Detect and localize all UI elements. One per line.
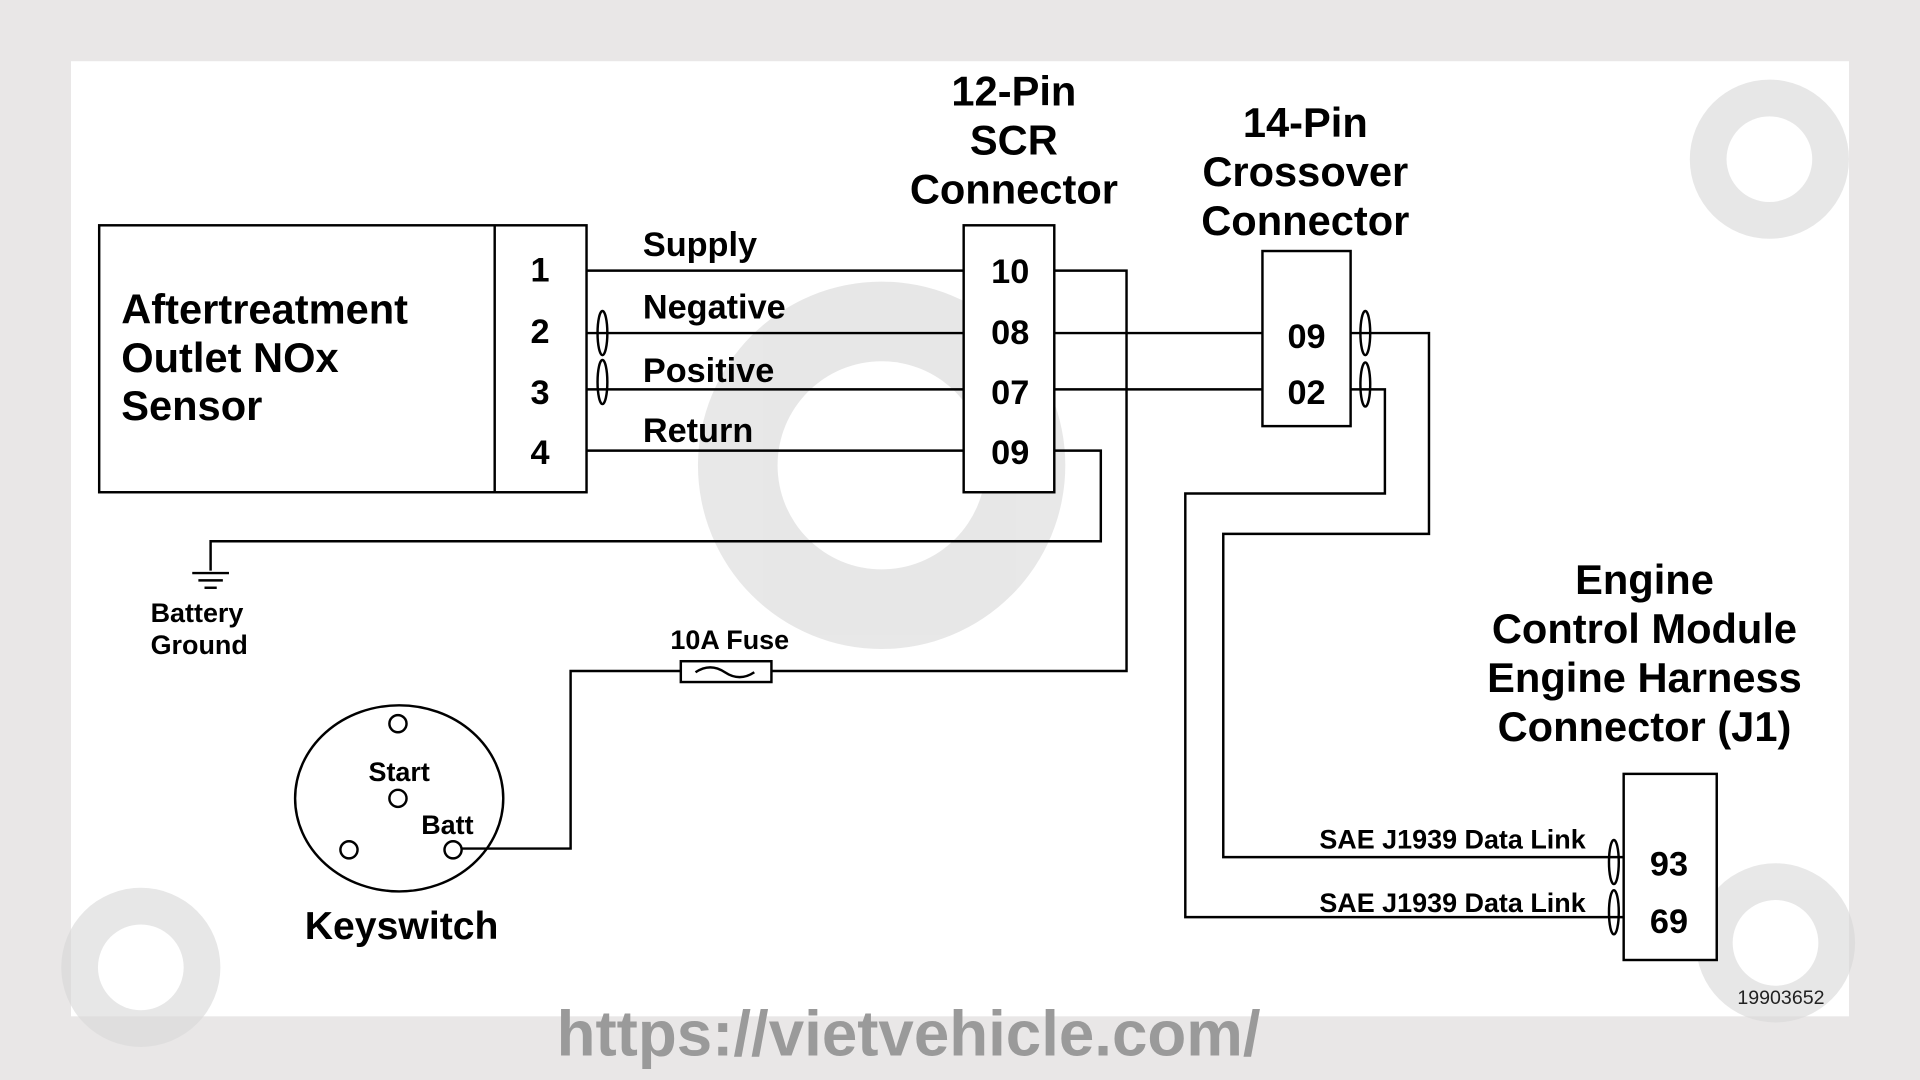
keyswitch-batt-label: Batt bbox=[421, 810, 473, 840]
scr-pin-09: 09 bbox=[991, 434, 1029, 472]
scr-title-2: SCR bbox=[970, 116, 1058, 163]
sensor-label-3: Sensor bbox=[121, 382, 262, 429]
harness-wires bbox=[209, 269, 1624, 936]
ecm-title-3: Engine Harness bbox=[1487, 654, 1802, 701]
battery-ground: Battery Ground bbox=[151, 571, 248, 660]
ecm-pin-93: 93 bbox=[1650, 846, 1688, 884]
crossover-title-3: Connector bbox=[1201, 197, 1409, 244]
scr-pin-10: 10 bbox=[991, 253, 1029, 291]
sensor-label-2: Outlet NOx bbox=[121, 334, 338, 381]
keyswitch: Start Batt Keyswitch bbox=[293, 704, 505, 948]
sensor-label-1: Aftertreatment bbox=[121, 285, 408, 332]
sensor-pin-4: 4 bbox=[530, 434, 549, 472]
ground-label-1: Battery bbox=[151, 598, 244, 628]
twisted-pair-icon bbox=[596, 309, 609, 357]
keyswitch-title: Keyswitch bbox=[305, 905, 499, 948]
ground-icon bbox=[192, 571, 229, 589]
data-link-label-2: SAE J1939 Data Link bbox=[1319, 888, 1585, 918]
sensor-pin-2: 2 bbox=[530, 313, 549, 351]
watermark-logo-icon bbox=[61, 79, 1856, 1047]
wire-label-negative: Negative bbox=[643, 288, 786, 326]
wire-label-positive: Positive bbox=[643, 352, 774, 390]
sensor-pin-3: 3 bbox=[530, 374, 549, 412]
fuse-icon bbox=[694, 666, 755, 679]
crossover-pin-02: 02 bbox=[1287, 374, 1325, 412]
wire-label-supply: Supply bbox=[643, 226, 757, 264]
crossover-title-1: 14-Pin bbox=[1243, 99, 1368, 146]
crossover-title-2: Crossover bbox=[1202, 148, 1408, 195]
ecm-title-1: Engine bbox=[1575, 556, 1714, 603]
sensor-wires: Supply Negative Positive Return bbox=[586, 226, 964, 452]
ecm-connector: Engine Control Module Engine Harness Con… bbox=[1319, 556, 1802, 962]
fuse-label: 10A Fuse bbox=[670, 625, 789, 655]
figure-id: 19903652 bbox=[1737, 987, 1824, 1009]
scr-pin-07: 07 bbox=[991, 374, 1029, 412]
fuse: 10A Fuse bbox=[670, 625, 789, 684]
ecm-pin-69: 69 bbox=[1650, 903, 1688, 941]
scr-connector: 12-Pin SCR Connector 10 08 07 09 bbox=[910, 67, 1118, 494]
ground-label-2: Ground bbox=[151, 630, 248, 660]
crossover-connector: 14-Pin Crossover Connector 09 02 bbox=[1201, 99, 1409, 428]
keyswitch-icon bbox=[293, 704, 505, 893]
keyswitch-start-label: Start bbox=[369, 757, 430, 787]
scr-title-1: 12-Pin bbox=[951, 67, 1076, 114]
ecm-title-4: Connector (J1) bbox=[1498, 703, 1792, 750]
scr-pin-08: 08 bbox=[991, 314, 1029, 352]
wire-label-return: Return bbox=[643, 412, 753, 450]
watermark-url: https://vietvehicle.com/ bbox=[557, 999, 1261, 1070]
data-link-label-1: SAE J1939 Data Link bbox=[1319, 825, 1585, 855]
sensor-pin-1: 1 bbox=[530, 252, 549, 290]
ecm-title-2: Control Module bbox=[1492, 605, 1797, 652]
nox-sensor: Aftertreatment Outlet NOx Sensor 1 2 3 4 bbox=[97, 224, 588, 494]
crossover-pin-09: 09 bbox=[1287, 318, 1325, 356]
scr-title-3: Connector bbox=[910, 165, 1118, 212]
